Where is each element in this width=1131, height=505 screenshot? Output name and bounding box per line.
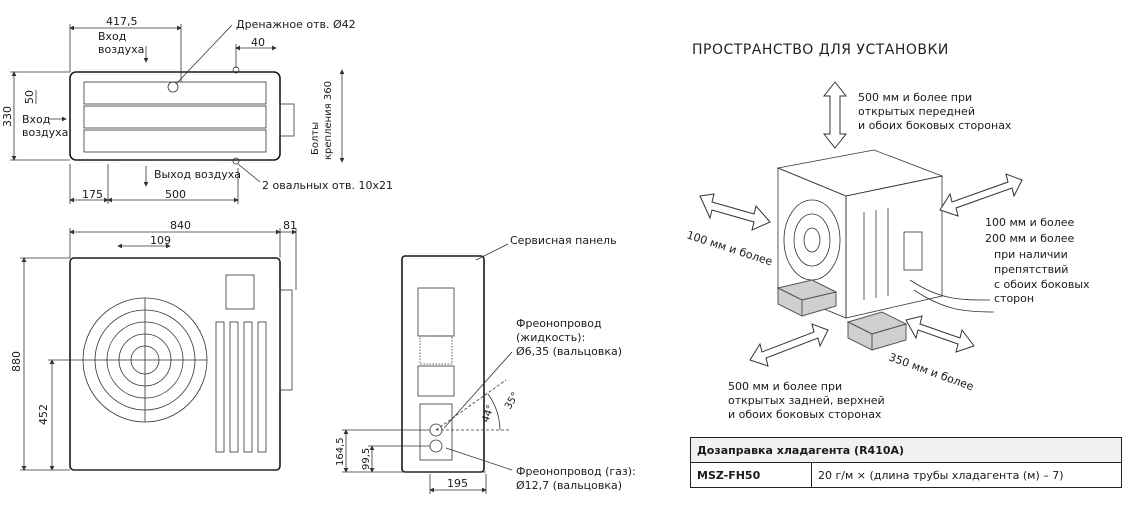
- air-out-label: Выход воздуха: [154, 168, 241, 181]
- drain-label: Дренажное отв. Ø42: [236, 18, 356, 31]
- arrow-front: [905, 315, 975, 353]
- right-clearance-5: с обоих боковых: [994, 278, 1090, 291]
- pipe-liquid-label-2: (жидкость):: [516, 331, 585, 344]
- angle-35: 35°: [503, 391, 521, 412]
- air-in-side-label-1: Вход: [22, 113, 51, 126]
- top-clearance-3: и обоих боковых сторонах: [858, 119, 1012, 132]
- dim-500: 500: [165, 188, 186, 201]
- top-clearance-1: 500 мм и более при: [858, 91, 972, 104]
- table-model: MSZ-FH50: [690, 462, 812, 488]
- dim-109: 109: [150, 234, 171, 247]
- installation-diagram: 500 мм и более при открытых передней и о…: [685, 81, 1090, 421]
- arrow-top: [822, 81, 848, 149]
- dim-81: 81: [283, 219, 297, 232]
- table-header: Дозаправка хладагента (R410A): [690, 437, 1122, 463]
- installation-title: ПРОСТРАНСТВО ДЛЯ УСТАНОВКИ: [692, 42, 949, 58]
- dim-164-5: 164,5: [335, 437, 346, 466]
- dim-417-5: 417,5: [106, 15, 138, 28]
- angle-44: 44°: [480, 404, 496, 424]
- dim-50: 50: [23, 90, 36, 104]
- dim-175: 175: [82, 188, 103, 201]
- top-clearance-2: открытых передней: [858, 105, 975, 118]
- pipe-gas-label-1: Фреонопровод (газ):: [516, 465, 636, 478]
- arrow-right: [939, 173, 1023, 217]
- air-in-top-label-1: Вход: [98, 30, 127, 43]
- drain-hole: [167, 81, 179, 93]
- front-view: 840 81 109 880 452: [10, 219, 297, 471]
- unit-fan: [783, 199, 841, 281]
- rear-clearance-2: открытых задней, верхней: [728, 394, 885, 407]
- top-view-body: [69, 71, 281, 161]
- right-clearance-3: при наличии: [994, 248, 1068, 261]
- arrow-left: [699, 193, 771, 231]
- dim-99-5: 99,5: [361, 448, 372, 470]
- bolts-label-1: Болты: [310, 122, 321, 155]
- dim-880: 880: [10, 351, 23, 372]
- unit-top: [776, 149, 944, 197]
- arrow-rear: [749, 323, 829, 367]
- left-clearance: 100 мм и более: [685, 228, 774, 268]
- pipe-liquid-label-1: Фреонопровод: [516, 317, 602, 330]
- table-formula: 20 г/м × (длина трубы хладагента (м) – 7…: [811, 462, 1122, 488]
- front-clearance: 350 мм и более: [887, 351, 976, 394]
- rear-clearance-1: 500 мм и более при: [728, 380, 842, 393]
- dim-40: 40: [251, 36, 265, 49]
- dim-330: 330: [1, 106, 14, 127]
- right-clearance-2: 200 мм и более: [985, 232, 1075, 245]
- service-panel-label: Сервисная панель: [510, 234, 617, 247]
- bolts-label-2: крепления 360: [323, 81, 334, 160]
- right-clearance-6: сторон: [994, 292, 1034, 305]
- right-clearance-1: 100 мм и более: [985, 216, 1075, 229]
- dim-195: 195: [447, 477, 468, 490]
- dim-452: 452: [37, 404, 50, 425]
- rear-clearance-3: и обоих боковых сторонах: [728, 408, 882, 421]
- dim-840: 840: [170, 219, 191, 232]
- unit-side: [845, 175, 943, 319]
- refrigerant-table: Дозаправка хладагента (R410A) MSZ-FH50 2…: [690, 437, 1122, 488]
- side-view: Сервисная панель Фреонопровод (жидкость)…: [335, 234, 636, 494]
- air-in-top-label-2: воздуха: [98, 43, 144, 56]
- right-clearance-4: препятствий: [994, 263, 1068, 276]
- oval-holes-label: 2 овальных отв. 10x21: [262, 179, 393, 192]
- pipe-liquid-label-3: Ø6,35 (вальцовка): [516, 345, 622, 358]
- front-view-body: [69, 257, 281, 471]
- top-view: 417,5 Дренажное отв. Ø42 40 Вход воздуха…: [1, 15, 393, 204]
- pipe-gas-label-2: Ø12,7 (вальцовка): [516, 479, 622, 492]
- air-in-side-label-2: воздуха: [22, 126, 68, 139]
